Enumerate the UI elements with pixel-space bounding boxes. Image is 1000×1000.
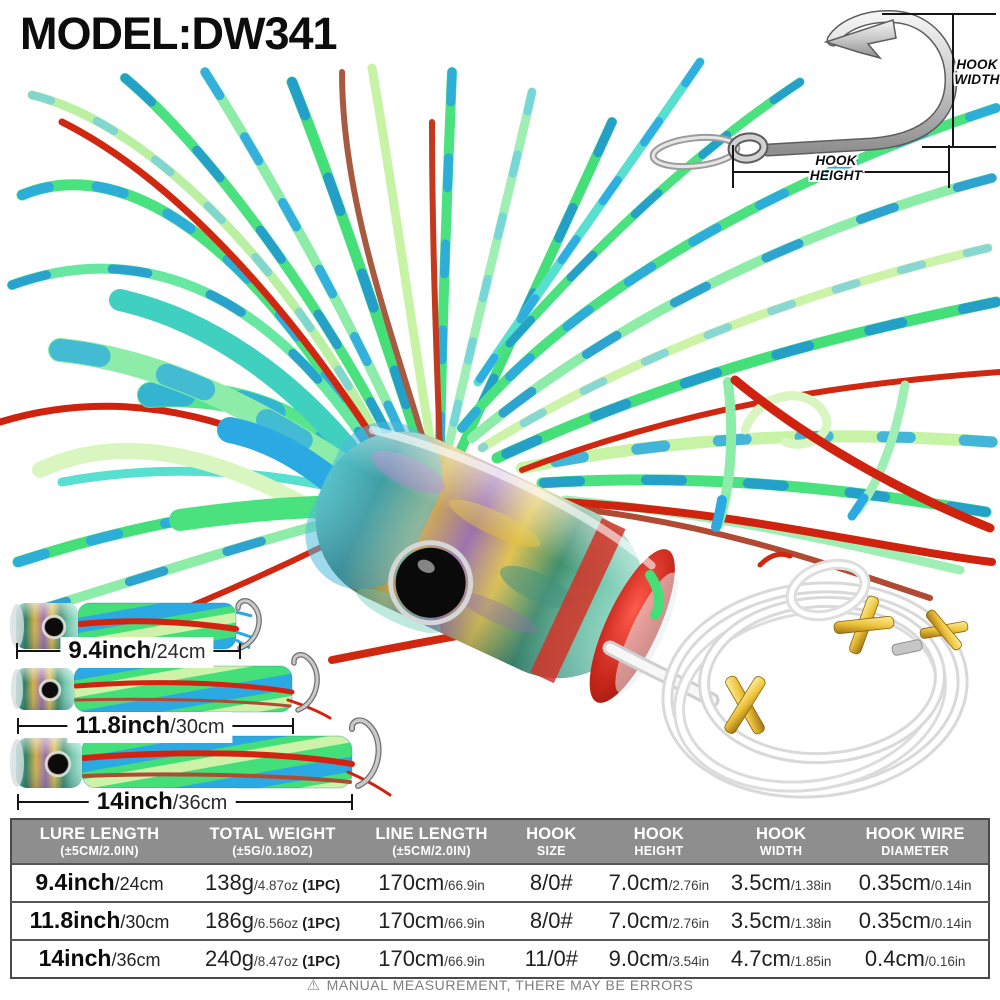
hook-point [823,19,897,60]
size-label-1: 9.4inch/24cm [60,637,214,668]
hook-width-label: HOOK WIDTH [954,57,1000,87]
disclaimer: ⚠ MANUAL MEASUREMENT, THERE MAY BE ERRORS [0,976,1000,994]
spec-cell: 0.35cm/0.14in [858,907,972,933]
hook-illustration [649,10,958,171]
spec-cell: 11/0# [524,945,579,971]
small-lure-3 [10,717,392,797]
spec-cell: 138g/4.87oz(1PC) [205,869,341,895]
spec-cell: 8/0# [529,907,573,933]
spec-cell: 3.5cm/1.38in [730,907,832,933]
small-lure-2 [11,652,332,720]
size-label-3: 14inch/36cm [88,788,236,819]
spec-cell: 8/0# [529,869,573,895]
lure-eye [395,547,466,618]
spec-row: 11.8inch/30cm 186g/6.56oz(1PC) 170cm/66.9i… [11,901,989,940]
lure-illustration [0,10,1000,810]
spec-cell: 0.35cm/0.14in [858,869,972,895]
spec-header-cell: LURE LENGTH(±5CM/2.0IN) [39,825,160,858]
spec-cell: 186g/6.56oz(1PC) [205,907,341,933]
hook-width-dimension [882,13,996,148]
leader-coil [602,551,969,799]
spec-cell: 14inch/36cm [38,945,161,972]
spec-cell: 11.8inch/30cm [29,907,170,934]
spec-cell: 7.0cm/2.76in [608,907,710,933]
skirt-strands [0,57,1000,664]
spec-cell: 170cm/66.9in [378,945,485,971]
spec-table: LURE LENGTH(±5CM/2.0IN) TOTAL WEIGHT(±5G/… [10,818,990,979]
lure-head [305,421,679,703]
gold-tie [724,595,969,735]
spec-header-cell: LINE LENGTH(±5CM/2.0IN) [375,825,488,858]
warning-icon: ⚠ [306,977,321,994]
hook-height-dimension [732,145,950,188]
spec-cell: 7.0cm/2.76in [608,869,710,895]
disclaimer-text: MANUAL MEASUREMENT, THERE MAY BE ERRORS [326,977,694,993]
spec-cell: 9.4inch/24cm [35,869,164,896]
spec-cell: 9.0cm/3.54in [608,945,710,971]
spec-header-cell: TOTAL WEIGHT(±5G/0.18OZ) [209,825,336,858]
spec-cell: 0.4cm/0.16in [864,945,966,971]
spec-row: 14inch/36cm 240g/8.47oz(1PC) 170cm/66.9in 1… [11,939,989,978]
spec-cell: 170cm/66.9in [378,869,485,895]
spec-cell: 170cm/66.9in [378,907,485,933]
spec-table-header: LURE LENGTH(±5CM/2.0IN) TOTAL WEIGHT(±5G/… [11,819,989,864]
spec-cell: 3.5cm/1.38in [730,869,832,895]
spec-row: 9.4inch/24cm 138g/4.87oz(1PC) 170cm/66.9in… [11,863,989,902]
size-label-2: 11.8inch/30cm [67,712,233,743]
spec-cell: 4.7cm/1.85in [730,945,832,971]
hook-height-label: HOOK HEIGHT [809,153,863,183]
model-label: MODEL:DW341 [20,8,338,59]
spec-cell: 240g/8.47oz(1PC) [205,945,341,971]
